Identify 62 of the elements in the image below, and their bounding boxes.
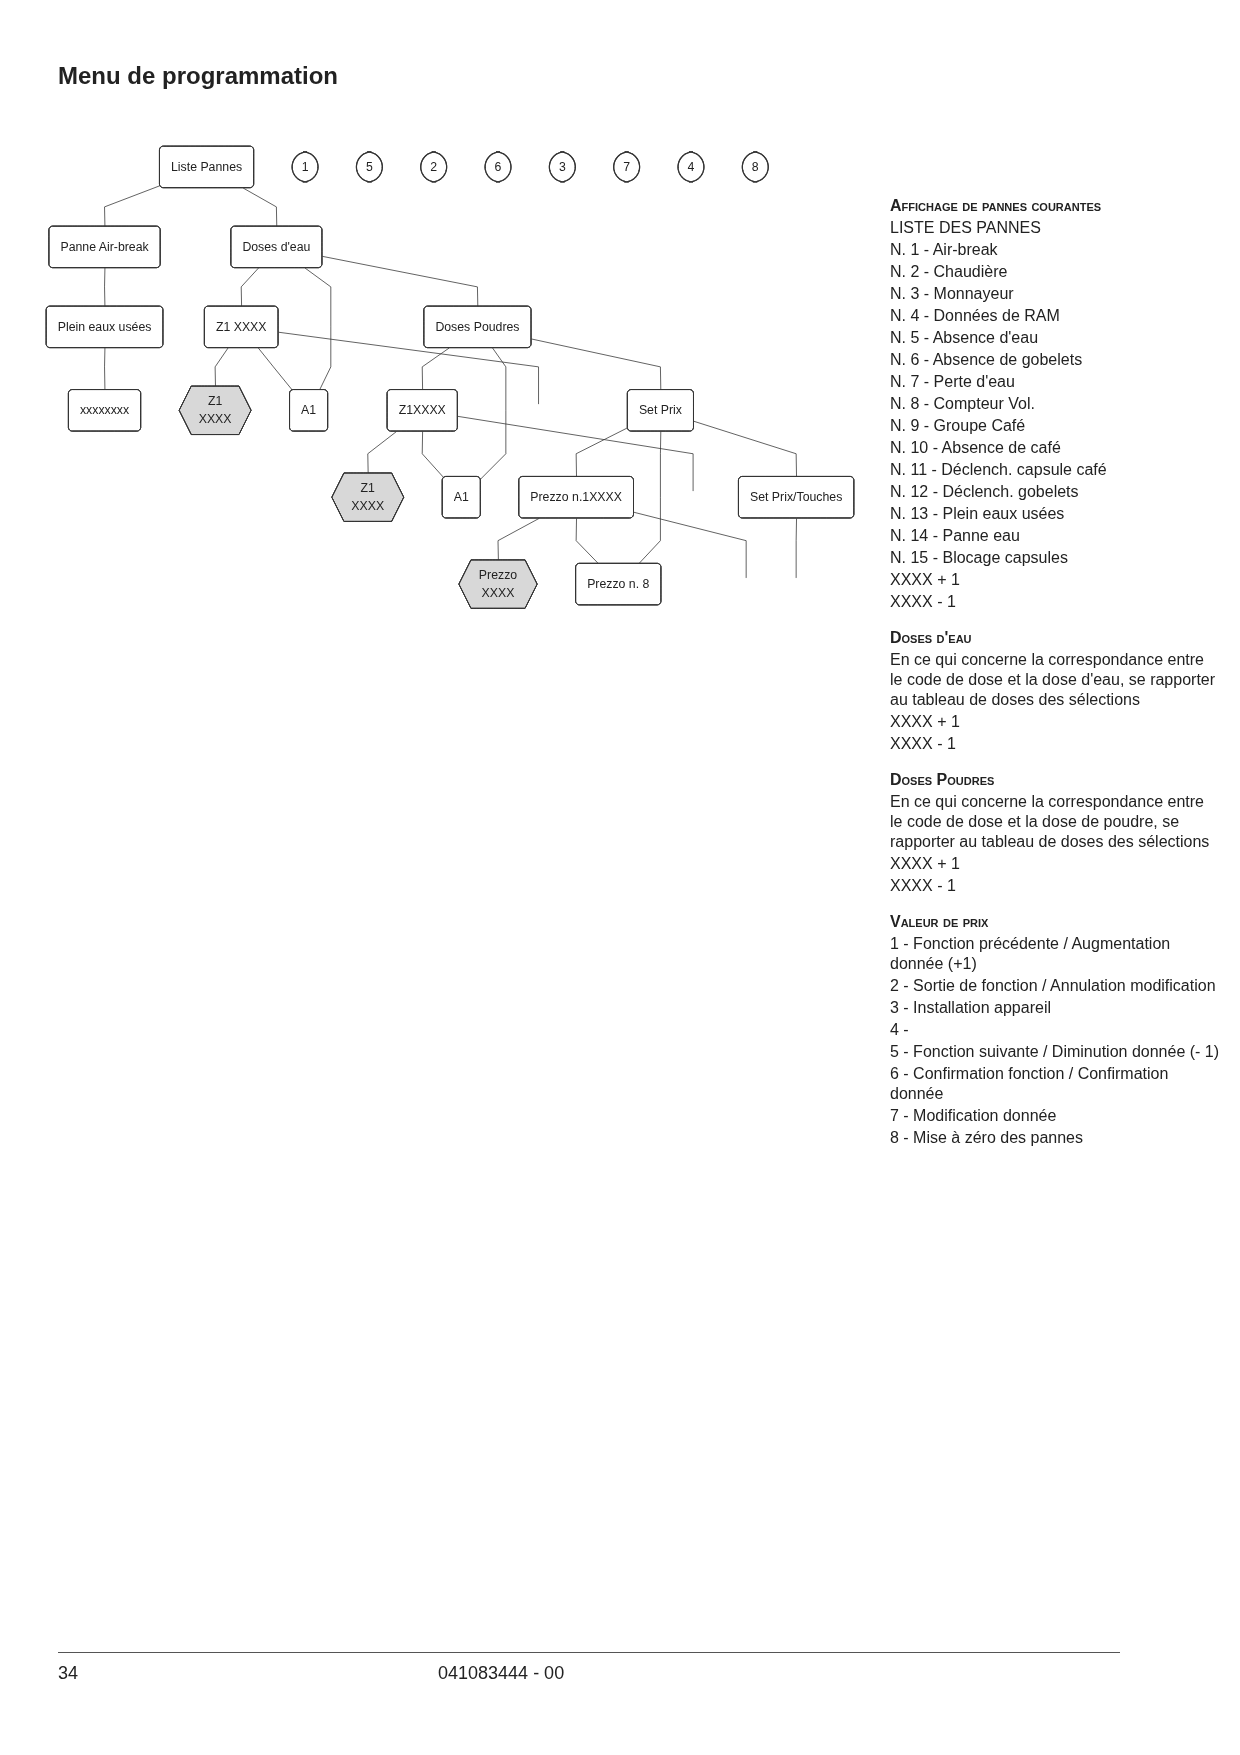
note-text: LISTE DES PANNES [890, 218, 1042, 238]
connector [304, 267, 332, 391]
note-text: XXXX - 1 [890, 734, 957, 754]
connector [214, 347, 229, 387]
note-text: N. 4 - Données de RAM [890, 306, 1061, 326]
section-heading: Affichage de pannes courantes [890, 196, 1103, 216]
connector [104, 185, 161, 227]
note-text: 2 - Sortie de fonction / Annulation modification [890, 976, 1217, 996]
connector [104, 267, 106, 307]
connector [480, 347, 507, 480]
connector [421, 431, 445, 479]
connector [575, 427, 629, 478]
note-text: En ce qui concerne la correspondance entre le code de dose et la dose d'eau, se rapporter au tableau de doses des sélections [890, 650, 1217, 710]
note-text: XXXX - 1 [890, 592, 957, 612]
note-text: N. 1 - Air-break [890, 240, 999, 260]
section-heading: Doses d'eau [890, 628, 973, 648]
connector [575, 517, 599, 565]
connector [321, 255, 479, 307]
connector [633, 511, 747, 579]
note-text: N. 11 - Déclench. capsule café [890, 460, 1108, 480]
section-heading: Doses Poudres [890, 770, 996, 790]
note-text: N. 10 - Absence de café [890, 438, 1062, 458]
connector [638, 431, 662, 565]
page-title: Menu de programmation [58, 62, 339, 90]
connector [497, 517, 540, 561]
note-text: XXXX - 1 [890, 876, 957, 896]
note-text: N. 12 - Déclench. gobelets [890, 482, 1080, 502]
page-number: 34 [58, 1663, 79, 1684]
section-heading: Valeur de prix [890, 912, 990, 932]
note-text: XXXX + 1 [890, 712, 961, 732]
connector [457, 415, 694, 492]
note-text: N. 5 - Absence d'eau [890, 328, 1040, 348]
note-text: 5 - Fonction suivante / Diminution donnée (- 1) [890, 1042, 1220, 1062]
note-text: N. 8 - Compteur Vol. [890, 394, 1036, 414]
connector [242, 187, 278, 227]
connector [693, 420, 797, 478]
connector [240, 267, 259, 307]
connector [367, 431, 397, 474]
note-text: En ce qui concerne la correspondance entre le code de dose et la dose de poudre, se rapporter au tableau de doses des sélections [890, 792, 1211, 852]
connector [278, 331, 539, 405]
note-text: N. 2 - Chaudière [890, 262, 1009, 282]
document-number: 041083444 - 00 [438, 1663, 565, 1684]
note-text: N. 13 - Plein eaux usées [890, 504, 1066, 524]
note-text: N. 15 - Blocage capsules [890, 548, 1069, 568]
note-text: N. 3 - Monnayeur [890, 284, 1015, 304]
connector [795, 517, 797, 579]
note-text: 3 - Installation appareil [890, 998, 1052, 1018]
connector [257, 347, 293, 391]
note-text: XXXX + 1 [890, 854, 961, 874]
note-text: N. 14 - Panne eau [890, 526, 1021, 546]
note-text: 8 - Mise à zéro des pannes [890, 1128, 1084, 1148]
note-text: 6 - Confirmation fonction / Confirmation donnée [890, 1064, 1170, 1104]
connector [421, 347, 450, 391]
connector [531, 338, 662, 391]
note-text: 4 - [890, 1020, 910, 1040]
note-text: XXXX + 1 [890, 570, 961, 590]
connector [104, 347, 106, 391]
note-text: 1 - Fonction précédente / Augmentation donnée (+1) [890, 934, 1172, 974]
note-text: N. 9 - Groupe Café [890, 416, 1027, 436]
note-text: N. 6 - Absence de gobelets [890, 350, 1084, 370]
note-text: 7 - Modification donnée [890, 1106, 1058, 1126]
note-text: N. 7 - Perte d'eau [890, 372, 1016, 392]
